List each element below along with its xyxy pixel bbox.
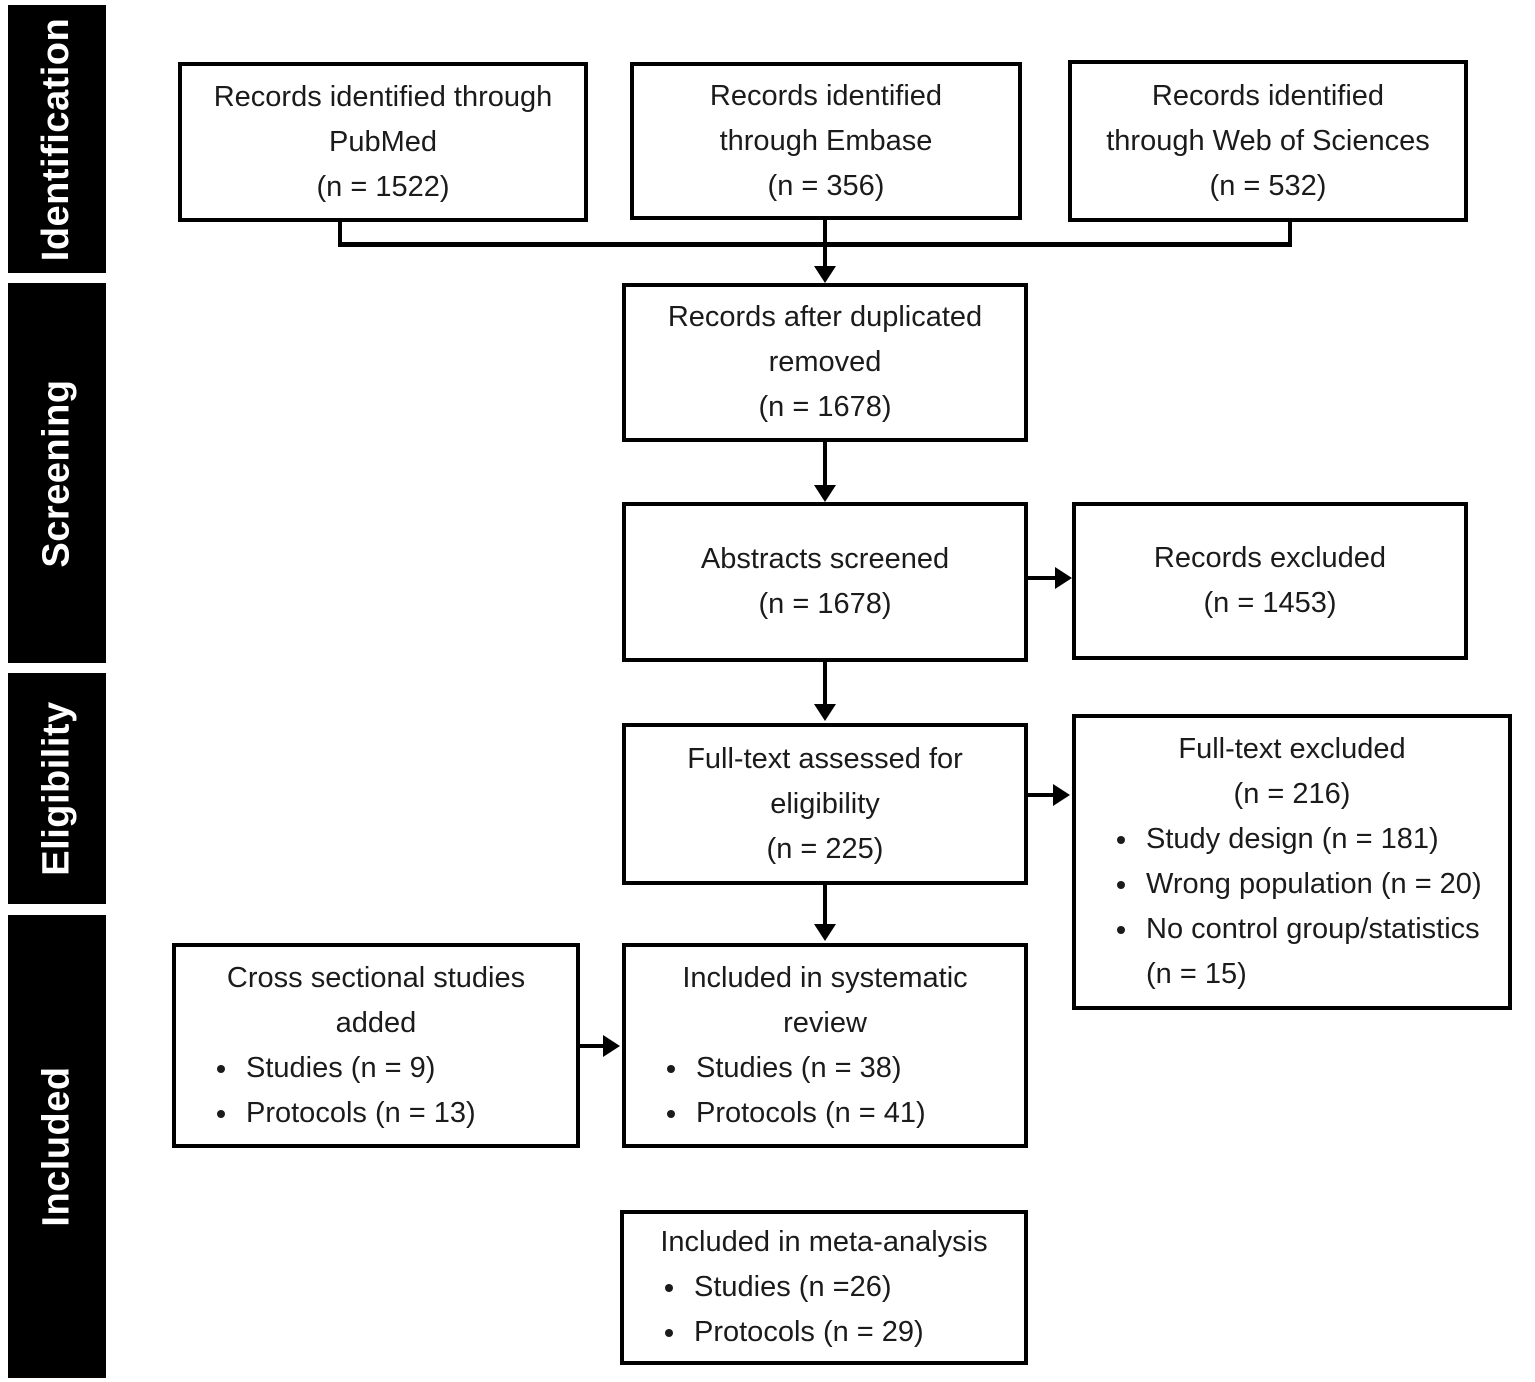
bullet-item: Protocols (n = 13) <box>240 1091 566 1136</box>
box-fulltext-assessed: Full-text assessed for eligibility (n = … <box>622 723 1028 885</box>
arrow-fulltext-to-systematic <box>823 885 827 927</box>
arrow-abstracts-to-fulltext <box>823 662 827 707</box>
box-line: PubMed <box>328 125 437 158</box>
box-line: (n = 216) <box>1233 778 1351 810</box>
bullet-item: Protocols (n = 41) <box>690 1091 1014 1136</box>
box-line: (n = 1453) <box>1203 587 1337 619</box>
box-line: Full-text assessed for <box>687 742 963 775</box>
phase-label-eligibility: Eligibility <box>35 701 78 876</box>
box-line: through Web of Sciences <box>1106 124 1430 157</box>
arrow-abstracts-to-excluded <box>1028 576 1058 580</box>
phase-label-included: Included <box>35 1066 78 1227</box>
box-line: added <box>335 1006 417 1039</box>
box-line: (n = 225) <box>766 832 884 865</box>
arrowhead-to-abstracts <box>814 485 836 502</box>
box-abstracts-screened: Abstracts screened (n = 1678) <box>622 502 1028 662</box>
phase-bar-included: Included <box>8 915 106 1378</box>
box-line: (n = 1678) <box>758 391 892 423</box>
bullet-item: Studies (n = 38) <box>690 1046 1014 1091</box>
phase-bar-identification: Identification <box>8 5 106 273</box>
arrow-dedup-to-abstracts <box>823 442 827 488</box>
bullet-item: Studies (n =26) <box>688 1265 1014 1310</box>
box-fulltext-excluded: Full-text excluded (n = 216) Study desig… <box>1072 714 1512 1010</box>
bullet-item: Wrong population (n = 20) <box>1140 862 1498 907</box>
box-line: Included in systematic <box>682 961 968 994</box>
arrow-fulltext-to-excluded <box>1028 793 1056 797</box>
arrowhead-to-fulltext <box>814 704 836 721</box>
phase-label-identification: Identification <box>35 17 78 261</box>
phase-bar-screening: Screening <box>8 283 106 663</box>
bullet-item: Protocols (n = 29) <box>688 1310 1014 1355</box>
box-line: eligibility <box>770 787 880 820</box>
box-line: review <box>783 1006 867 1039</box>
box-systematic-review: Included in systematic review Studies (n… <box>622 943 1028 1148</box>
arrowhead-to-records-excluded <box>1055 567 1072 589</box>
connector-stub-pubmed <box>338 222 342 246</box>
fulltext-excluded-reasons-list: Study design (n = 181) Wrong population … <box>1076 817 1508 997</box>
box-line: Records identified <box>1151 79 1385 112</box>
box-line: Abstracts screened <box>700 543 950 575</box>
box-records-web-of-sciences: Records identified through Web of Scienc… <box>1068 60 1468 222</box>
phase-bar-eligibility: Eligibility <box>8 673 106 904</box>
meta-analysis-list: Studies (n =26) Protocols (n = 29) <box>624 1265 1024 1355</box>
box-line: (n = 532) <box>1209 169 1327 202</box>
box-meta-analysis: Included in meta-analysis Studies (n =26… <box>620 1210 1028 1365</box>
box-cross-sectional-added: Cross sectional studies added Studies (n… <box>172 943 580 1148</box>
connector-stub-web-of-sciences <box>1288 222 1292 246</box>
arrowhead-to-fulltext-excluded <box>1053 784 1070 806</box>
box-line: removed <box>768 346 882 378</box>
box-line: (n = 1522) <box>316 170 450 203</box>
box-line: Records after duplicated <box>667 301 983 333</box>
cross-sectional-list: Studies (n = 9) Protocols (n = 13) <box>176 1046 576 1136</box>
bullet-item: No control group/statistics (n = 15) <box>1140 907 1498 997</box>
phase-label-screening: Screening <box>35 378 78 568</box>
connector-stub-embase <box>823 220 827 270</box>
connector-merge-line <box>338 242 1292 247</box>
box-records-pubmed: Records identified through PubMed (n = 1… <box>178 62 588 222</box>
box-line: (n = 356) <box>767 169 885 202</box>
box-records-embase: Records identified through Embase (n = 3… <box>630 62 1022 220</box>
arrow-cross-sectional-to-systematic <box>580 1044 606 1048</box>
box-line: Records excluded <box>1153 542 1387 574</box>
box-line: Full-text excluded <box>1178 733 1406 765</box>
box-line: Cross sectional studies <box>226 961 526 994</box>
box-line: (n = 1678) <box>758 588 892 620</box>
bullet-item: Studies (n = 9) <box>240 1046 566 1091</box>
box-line: Included in meta-analysis <box>660 1226 988 1258</box>
arrowhead-to-dedup <box>814 266 836 283</box>
box-line: through Embase <box>719 124 933 157</box>
systematic-review-list: Studies (n = 38) Protocols (n = 41) <box>626 1046 1024 1136</box>
box-line: Records identified through <box>213 80 553 113</box>
box-duplicates-removed: Records after duplicated removed (n = 16… <box>622 283 1028 442</box>
bullet-item: Study design (n = 181) <box>1140 817 1498 862</box>
box-records-excluded: Records excluded (n = 1453) <box>1072 502 1468 660</box>
box-line: Records identified <box>709 79 943 112</box>
arrowhead-to-systematic-review <box>603 1035 620 1057</box>
arrowhead-to-systematic <box>814 924 836 941</box>
